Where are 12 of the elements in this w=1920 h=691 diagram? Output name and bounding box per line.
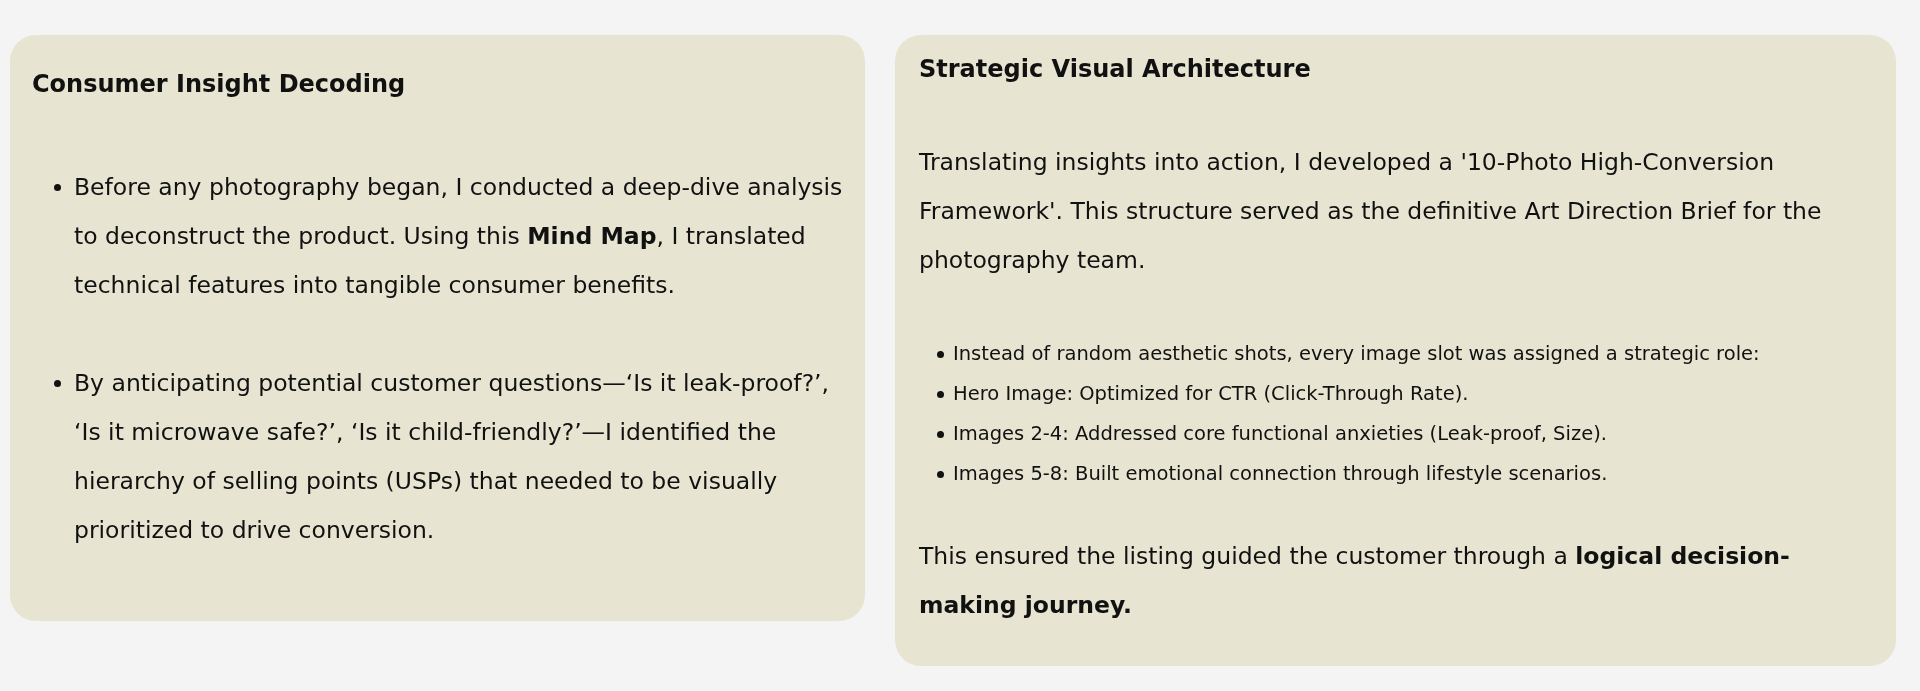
bullet-item: By anticipating potential customer questions—‘Is it leak-proof?’, ‘Is it microwave safe?’, ‘Is it child-friendly?’—I identified the hierarchy of selling points (USPs) that needed to be visually prioritized to drive conversion. — [32, 359, 843, 555]
bullet-item: Images 5-8: Built emotional connection through lifestyle scenarios. — [919, 454, 1872, 494]
bullet-item: Images 2-4: Addressed core functional anxieties (Leak-proof, Size). — [919, 414, 1872, 454]
bullet-item: Instead of random aesthetic shots, every image slot was assigned a strategic role: — [919, 334, 1872, 374]
paragraph: Translating insights into action, I developed a '10-Photo High-Conversion Framework'. This structure served as the definitive Art Direction Brief for the photography team. — [919, 147, 1823, 276]
card-heading: Consumer Insight Decoding — [32, 69, 407, 99]
bullet-item: Hero Image: Optimized for CTR (Click-Through Rate). — [919, 374, 1872, 414]
text-card — [895, 35, 1896, 666]
bullet-item: Before any photography began, I conducted a deep-dive analysis to deconstruct the product. Using this Mind Map, I translated technical features into tangible consumer benefits. — [32, 163, 843, 310]
card-heading: Strategic Visual Architecture — [919, 54, 1312, 84]
text-card — [10, 35, 865, 621]
paragraph: This ensured the listing guided the customer through a logical decision-making journey. — [919, 541, 1791, 621]
